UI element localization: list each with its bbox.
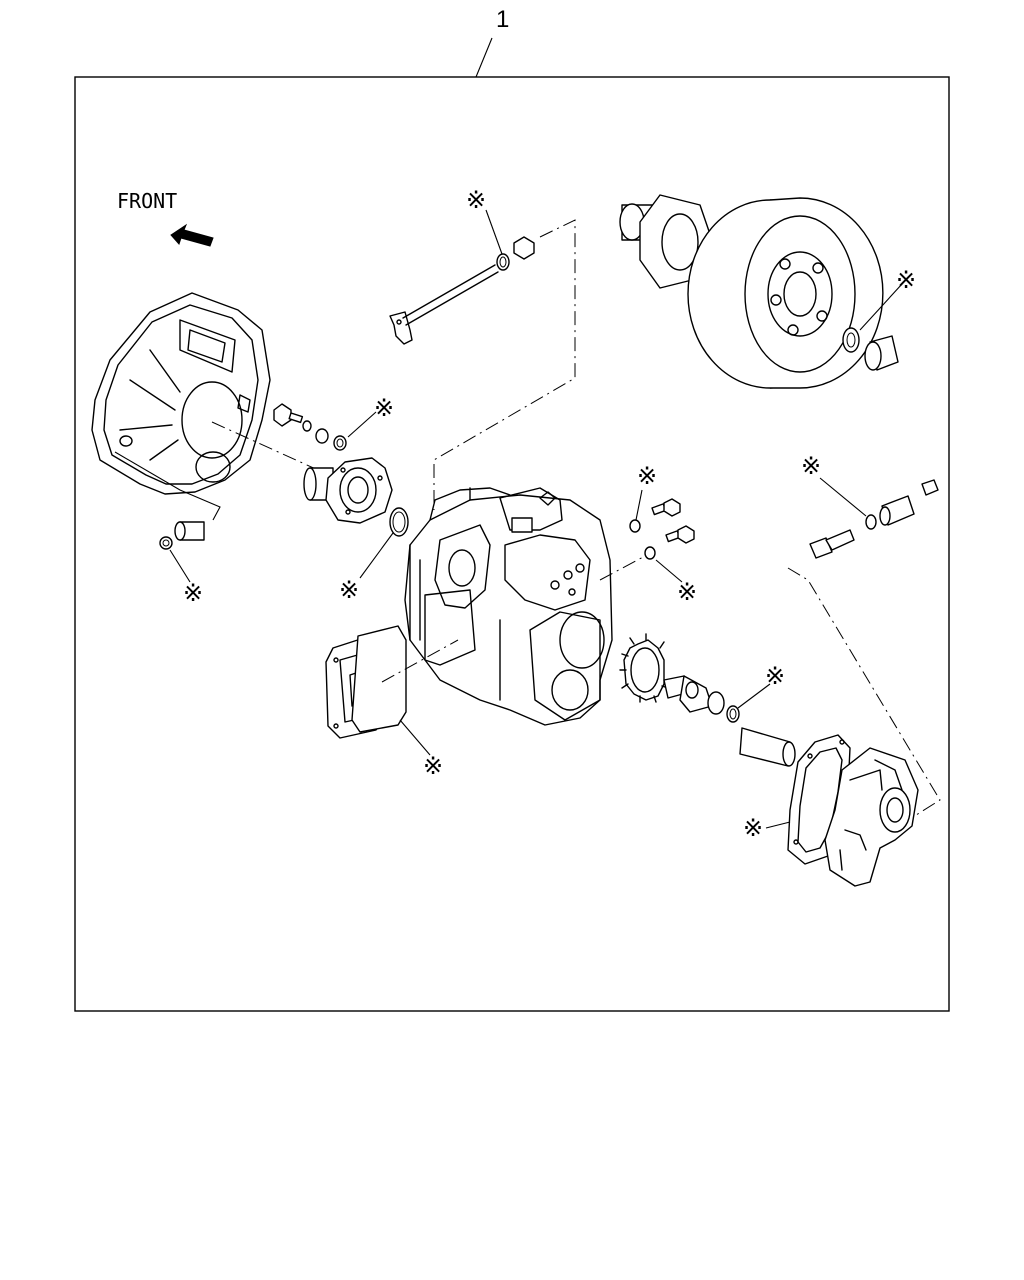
seal-marker: ※ <box>339 576 359 604</box>
callout-number: 1 <box>496 6 509 33</box>
rod-nut <box>513 236 535 260</box>
housing-bolt <box>273 403 304 427</box>
drive-shaft <box>663 675 713 713</box>
drive-flange <box>303 457 393 524</box>
housing-washer <box>302 420 312 432</box>
rod-marker: ※ <box>466 186 486 214</box>
sensor-cap <box>921 479 939 496</box>
housing-leader <box>114 451 221 521</box>
callout-leader <box>475 37 493 78</box>
rod-washer <box>496 253 510 271</box>
diagram-frame <box>74 76 950 1012</box>
front-label: FRONT <box>117 189 177 213</box>
valve-washer-upper <box>629 519 641 533</box>
side-cover-gasket <box>351 625 407 733</box>
shaft-bearing <box>707 691 725 715</box>
housing-bushing <box>174 521 205 541</box>
stop-lever <box>389 264 499 345</box>
valve-marker-upper: ※ <box>637 462 657 490</box>
valve-bolt-upper <box>651 498 681 517</box>
crank-pulley <box>687 197 884 389</box>
flywheel-housing <box>91 292 271 495</box>
bushing-washer <box>159 536 173 550</box>
valve-washer-lower <box>644 546 656 560</box>
o-ring-marker: ※ <box>765 662 785 690</box>
pulley-marker: ※ <box>896 266 916 294</box>
housing-ring <box>315 428 329 444</box>
gasket-marker: ※ <box>374 394 394 422</box>
front-arrow-icon <box>170 223 214 247</box>
coupling-sleeve <box>739 727 796 767</box>
shaft-o-ring <box>726 705 740 723</box>
pulley-nut <box>864 335 899 371</box>
sensor-marker: ※ <box>801 452 821 480</box>
sensor-assembly-line <box>787 567 941 823</box>
flywheel-housing-axis <box>211 421 319 471</box>
cover-gasket-marker: ※ <box>423 752 443 780</box>
rod-assembly-line <box>433 219 576 510</box>
injection-pump <box>404 487 613 726</box>
governor-housing <box>824 747 919 887</box>
speed-sensor <box>809 529 855 559</box>
sensor-plug <box>879 495 915 526</box>
pulley-washer <box>842 327 860 353</box>
governor-gasket-marker: ※ <box>743 814 763 842</box>
sensor-washer <box>865 514 877 530</box>
drive-gear <box>619 633 669 703</box>
valve-bolt-lower <box>665 525 695 544</box>
bushing-marker: ※ <box>183 579 203 607</box>
housing-gasket <box>333 435 347 451</box>
valve-marker-lower: ※ <box>677 578 697 606</box>
